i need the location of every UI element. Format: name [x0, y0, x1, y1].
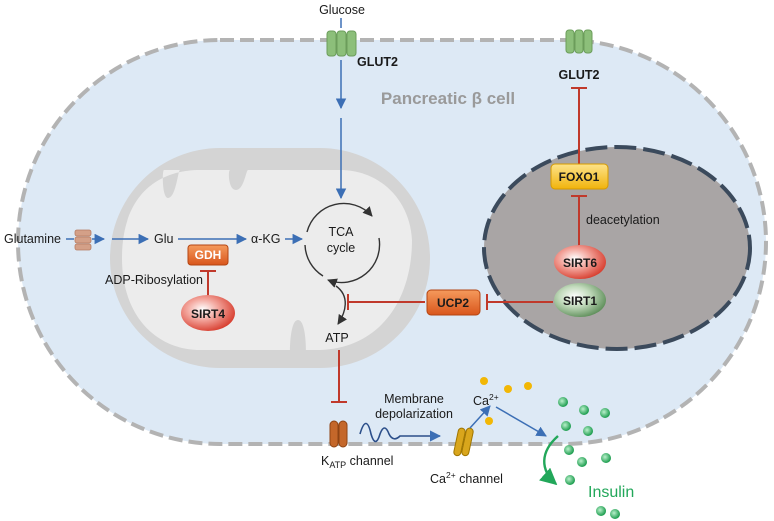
- membrane-depolarization-line1: Membrane: [384, 392, 444, 406]
- foxo1-label: FOXO1: [559, 170, 600, 184]
- insulin-granules: [558, 397, 620, 519]
- adp-ribosylation-label: ADP-Ribosylation: [105, 273, 203, 287]
- ucp2-box: [426, 289, 481, 316]
- calcium-influx-arrow: [469, 405, 491, 429]
- depolarization-wave-arrow: [359, 422, 442, 443]
- nucleus: [482, 145, 752, 351]
- glut2-transporter-right-icon: [565, 29, 593, 54]
- sirt6-node: [554, 245, 606, 279]
- sirt1-node: [554, 283, 606, 317]
- katp-channel-icon: [329, 420, 348, 448]
- insulin-release-arrow: [539, 435, 559, 486]
- glut2-transporter-icon: [326, 30, 357, 57]
- sirt1-label: SIRT1: [563, 294, 597, 308]
- mitochondrion: [110, 148, 430, 368]
- glutamine-label: Glutamine: [4, 232, 61, 246]
- gdh-box: [187, 244, 229, 266]
- foxo1-box: [550, 163, 609, 190]
- sirt6-label: SIRT6: [563, 256, 597, 270]
- glut2-nucleus-label: GLUT2: [559, 68, 600, 82]
- tca-label-line2: cycle: [327, 241, 356, 255]
- tca-cycle-icon: [304, 202, 381, 288]
- glucose-label: Glucose: [319, 3, 365, 17]
- calcium-to-insulin-arrow: [495, 406, 547, 437]
- membrane-depolarization-line2: depolarization: [375, 407, 453, 421]
- calcium-ions: [480, 377, 532, 425]
- insulin-label: Insulin: [588, 484, 634, 501]
- gdh-label: GDH: [195, 248, 222, 262]
- tca-label-line1: TCA: [329, 225, 355, 239]
- calcium-ion-label: Ca2+: [473, 392, 499, 408]
- calcium-channel-label: Ca2+ channel: [430, 470, 503, 486]
- cell-title: Pancreatic β cell: [381, 89, 515, 108]
- atp-label: ATP: [325, 331, 348, 345]
- sirt4-node: [181, 295, 235, 331]
- katp-channel-label: KATP channel: [321, 454, 393, 470]
- akg-label: α-KG: [251, 232, 280, 246]
- sirt4-label: SIRT4: [191, 307, 225, 321]
- glut2-entry-label: GLUT2: [357, 55, 398, 69]
- deacetylation-label: deacetylation: [586, 213, 660, 227]
- ucp2-label: UCP2: [437, 296, 469, 310]
- glutamine-transporter-icon: [74, 229, 92, 251]
- glu-label: Glu: [154, 232, 174, 246]
- tca-to-atp-arrow: [335, 285, 347, 325]
- cell-membrane: [16, 38, 768, 446]
